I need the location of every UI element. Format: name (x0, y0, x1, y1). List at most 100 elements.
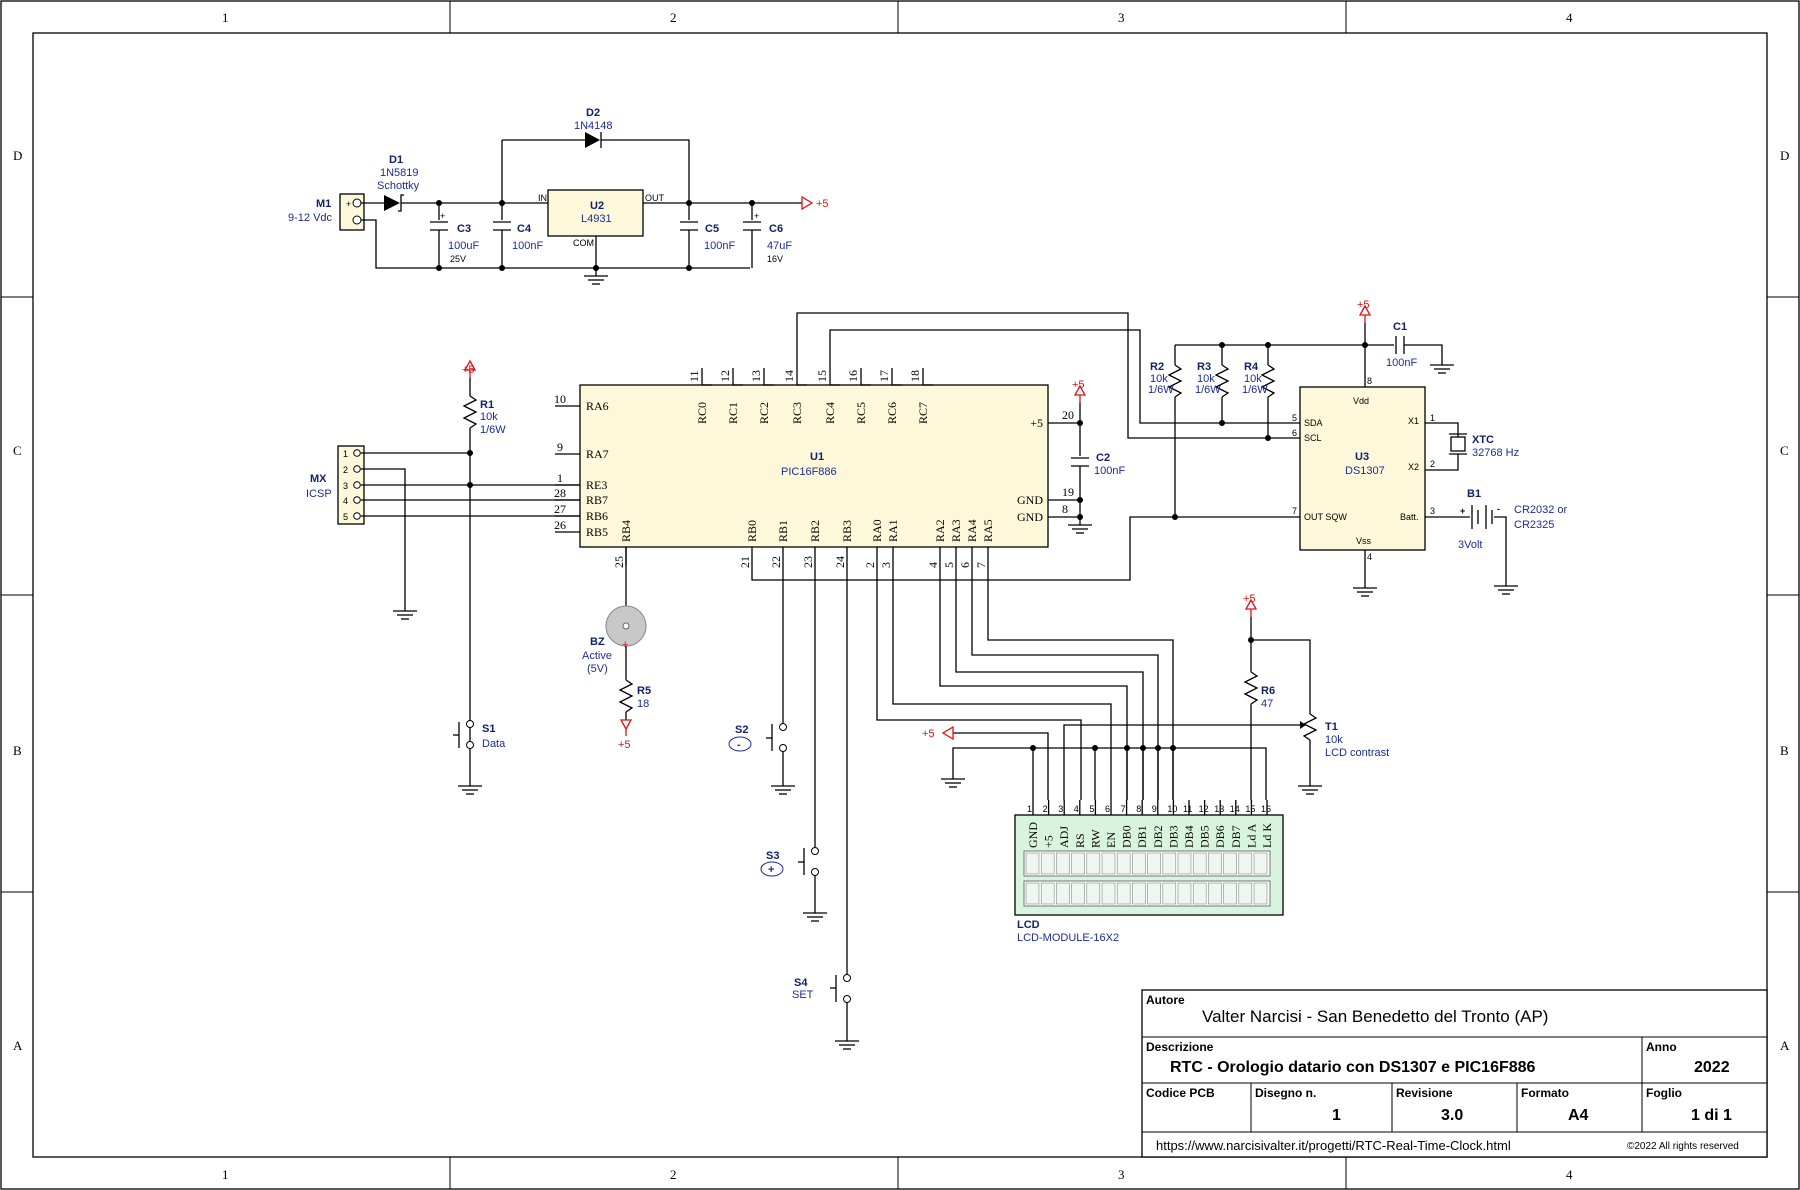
lcd-pin-num: 7 (1121, 804, 1126, 814)
u1-pin-label: RB4 (619, 520, 633, 542)
u1-pin-label: RB2 (808, 520, 822, 542)
r4-ref: R4 (1244, 361, 1259, 373)
desc-label: Descrizione (1146, 1040, 1214, 1054)
u1-pin-num: 17 (877, 370, 891, 382)
lcd-pin-num: 4 (1074, 804, 1079, 814)
svg-text:2: 2 (1430, 459, 1435, 469)
u1-pin-label: RA6 (586, 399, 609, 413)
d2-value: 1N4148 (574, 120, 613, 132)
bz-ref: BZ (590, 636, 605, 648)
u1-pin-num: 10 (554, 392, 566, 406)
u1-pin-label: RC3 (790, 402, 804, 424)
lcd-pin-label: DB1 (1135, 825, 1149, 848)
u1-pin-label: RE3 (586, 478, 607, 492)
c2-decoupling: +5 C2 100nF (1048, 379, 1125, 534)
bz-voltage: (5V) (587, 663, 608, 675)
u1-pin-label: RA3 (949, 519, 963, 542)
u1-pin-label: RB7 (586, 493, 608, 507)
b1-ref: B1 (1467, 488, 1481, 500)
u1-pin-num: 7 (974, 562, 988, 568)
frame-col-label: 4 (1566, 10, 1573, 25)
svg-text:6: 6 (1292, 428, 1297, 438)
s4-ref: S4 (794, 977, 808, 989)
frame-col-label: 3 (1118, 10, 1125, 25)
frame-col-label: 1 (222, 1167, 229, 1182)
d2-ref: D2 (586, 107, 600, 119)
svg-text:+5: +5 (922, 728, 935, 740)
switches: S2 - S3 + S4 SET (728, 565, 860, 1050)
icsp-pin-num: 4 (343, 496, 348, 506)
lcd-pin-label: Ld A (1244, 823, 1258, 848)
xtc-value: 32768 Hz (1472, 447, 1519, 459)
u1-pin-num: 2 (863, 562, 877, 568)
icsp-pin-num: 1 (343, 449, 348, 459)
c5-ref: C5 (705, 223, 719, 235)
u1-pin-label: RA0 (870, 519, 884, 542)
r4-power: 1/6W (1242, 384, 1268, 396)
svg-text:+5: +5 (618, 739, 631, 751)
s3-ref: S3 (766, 850, 779, 862)
lcd-pin-label: RS (1073, 833, 1087, 848)
d2-diode (585, 132, 600, 148)
lcd-pin-num: 13 (1214, 804, 1224, 814)
svg-text:+: + (754, 211, 759, 221)
c6-ref: C6 (769, 223, 783, 235)
u1-pin-label: GND (1017, 493, 1043, 507)
lcd-pin-num: 14 (1230, 804, 1240, 814)
lcd-pin-label: DB0 (1120, 825, 1134, 848)
u1-pin-num: 5 (942, 562, 956, 568)
c3-voltage: 25V (450, 254, 466, 264)
drawing-label: Disegno n. (1255, 1086, 1316, 1100)
lcd-pin-label: EN (1104, 832, 1118, 848)
c2-value: 100nF (1094, 465, 1125, 477)
u1-pin-label: RB1 (776, 520, 790, 542)
u1-pin-label: RA4 (965, 519, 979, 542)
svg-text:5: 5 (1292, 413, 1297, 423)
s2-badge: - (737, 739, 741, 751)
svg-text:+: + (346, 199, 351, 209)
year-value: 2022 (1694, 1059, 1730, 1076)
svg-text:4: 4 (1367, 552, 1372, 562)
t1-ref: T1 (1325, 721, 1338, 733)
t1-note: LCD contrast (1325, 747, 1389, 759)
b1-type1: CR2032 or (1514, 504, 1568, 516)
svg-text:+5: +5 (1072, 379, 1085, 391)
sheet-label: Foglio (1646, 1086, 1682, 1100)
s1-value: Data (482, 738, 506, 750)
u3-value: DS1307 (1345, 465, 1385, 477)
xtc-ref: XTC (1472, 434, 1494, 446)
u1-pin-num: 19 (1062, 485, 1074, 499)
svg-text:+5: +5 (462, 364, 475, 376)
u1-pin-label: RC1 (726, 402, 740, 424)
u1-pin-label: RC2 (757, 402, 771, 424)
u1-pin-num: 27 (554, 502, 566, 516)
u1-value: PIC16F886 (781, 466, 837, 478)
power-supply: + M1 9-12 Vdc D1 1N5819 Schottky + C3 10… (288, 107, 829, 285)
lcd-section: +5 +5 R6 47 T1 10k LCD contrast 1GND2+53… (876, 565, 1389, 944)
u3-pin-x2: X2 (1408, 462, 1419, 472)
u1-pin-num: 15 (815, 370, 829, 382)
lcd-pin-num: 1 (1027, 804, 1032, 814)
u1-pin-num: 3 (879, 562, 893, 568)
sheet-value: 1 di 1 (1691, 1107, 1732, 1124)
r4-value: 10k (1244, 373, 1262, 385)
u1-pin-label: RA1 (886, 519, 900, 542)
s2-ref: S2 (735, 724, 748, 736)
lcd-pin-num: 3 (1058, 804, 1063, 814)
c1-ref: C1 (1393, 321, 1407, 333)
format-label: Formato (1521, 1086, 1569, 1100)
u1-pin-num: 12 (718, 370, 732, 382)
r1-value: 10k (480, 411, 498, 423)
icsp-ref: MX (310, 473, 327, 485)
lcd-pin-num: 10 (1167, 804, 1177, 814)
m1-connector (339, 193, 365, 231)
c6-voltage: 16V (767, 254, 783, 264)
drawing-value: 1 (1332, 1107, 1341, 1124)
svg-text:+5: +5 (1243, 593, 1256, 605)
frame-row-label: C (13, 443, 22, 458)
lcd-pin-label: DB2 (1151, 825, 1165, 848)
d1-type: Schottky (377, 180, 420, 192)
r3-ref: R3 (1197, 361, 1211, 373)
u1-pin-label: RC4 (823, 402, 837, 424)
